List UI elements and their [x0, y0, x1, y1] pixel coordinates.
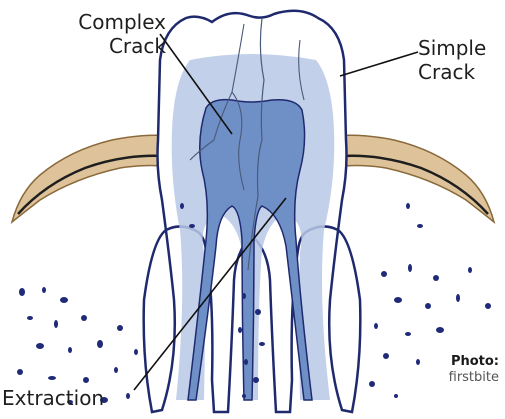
complex-crack-label: Complex Crack — [36, 10, 166, 58]
simple-crack-label-line1: Simple — [418, 36, 505, 60]
photo-credit-prefix: Photo: — [451, 354, 499, 369]
simple-crack-label: Simple Crack — [418, 36, 505, 84]
photo-credit: Photo: firstbite — [449, 354, 499, 386]
simple-crack-label-line2: Crack — [418, 60, 505, 84]
photo-credit-source: firstbite — [449, 370, 499, 386]
complex-crack-label-line2: Crack — [36, 34, 166, 58]
complex-crack-label-line1: Complex — [36, 10, 166, 34]
extraction-label: Extraction — [2, 386, 152, 410]
simple-crack-leader — [340, 52, 418, 76]
